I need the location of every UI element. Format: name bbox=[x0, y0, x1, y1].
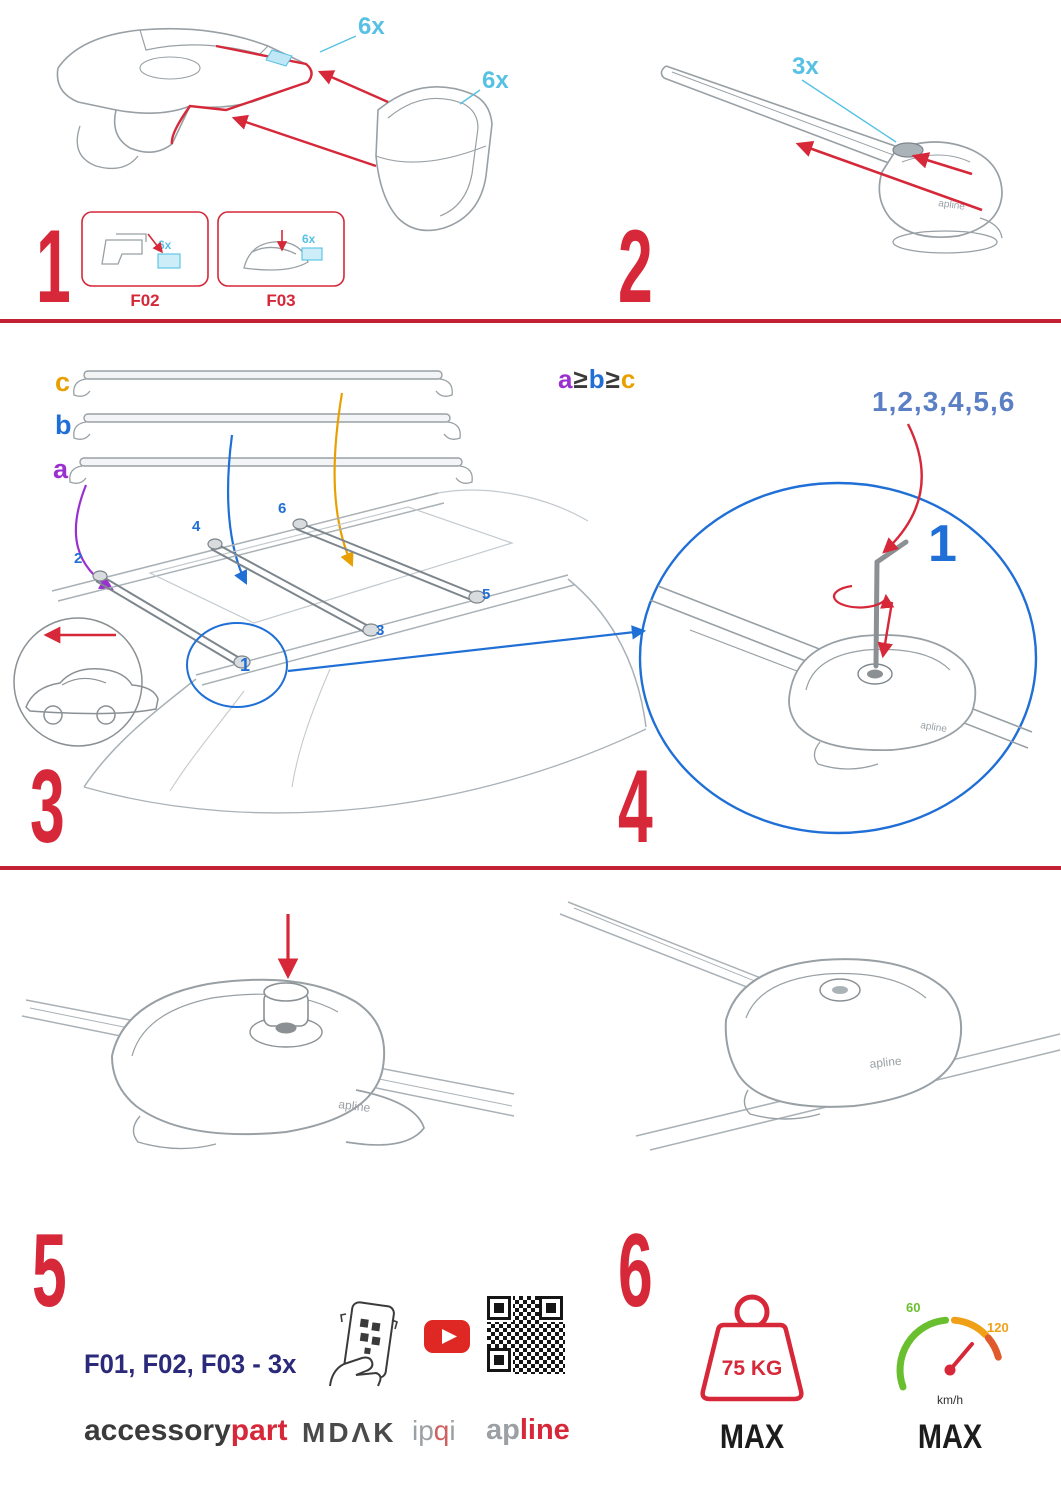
sequence-arrow bbox=[882, 423, 923, 554]
position-numbers: 2 4 6 3 5 bbox=[74, 500, 490, 639]
part-box-f03: 6x F03 bbox=[217, 211, 345, 310]
size-order-formula: a≥b≥c bbox=[558, 364, 637, 394]
speed-limit-icon: 60 120 km/h bbox=[896, 1300, 1009, 1407]
formula-a: a bbox=[558, 364, 574, 394]
position-1-circle bbox=[186, 622, 288, 708]
hand-drawing bbox=[329, 1356, 382, 1387]
tightening-sequence: 1,2,3,4,5,6 bbox=[872, 386, 1016, 417]
car-side-drawing bbox=[25, 668, 159, 725]
qty-cap-label: 6x bbox=[482, 67, 509, 94]
step-6-illustration: apline bbox=[559, 901, 1061, 1151]
apline-logo-small: apline bbox=[338, 1097, 372, 1115]
scan-qr-phone-icon bbox=[329, 1301, 398, 1387]
brand-mdak: MDΛK bbox=[302, 1417, 397, 1448]
qty-bar-leader bbox=[801, 79, 897, 143]
section-divider-1 bbox=[0, 319, 1061, 323]
step-1-number: 1 bbox=[36, 209, 71, 325]
speedometer-needle bbox=[948, 1342, 974, 1372]
qty-cover-label: 6x bbox=[358, 13, 385, 40]
foot-drawing bbox=[724, 958, 963, 1120]
qty-bar-label: 3x bbox=[792, 53, 819, 80]
arrow-cap-to-foot bbox=[317, 70, 389, 104]
foot-drawing bbox=[878, 141, 1003, 254]
max-weight-icon: 75 KG bbox=[700, 1294, 804, 1402]
speed-high-label: 120 bbox=[987, 1320, 1009, 1335]
bar-c-drawing bbox=[73, 370, 453, 397]
step-6-number: 6 bbox=[618, 1213, 653, 1329]
bar-b-label: b bbox=[55, 410, 72, 440]
bar-a-drawing bbox=[69, 457, 473, 484]
bolt-head bbox=[867, 669, 883, 679]
apline-logo-small: apline bbox=[869, 1054, 903, 1071]
step-2-number: 2 bbox=[618, 209, 653, 325]
crossbar-feet bbox=[92, 518, 486, 669]
position-3: 3 bbox=[376, 622, 384, 639]
box2-label: F03 bbox=[266, 291, 295, 310]
position-4: 4 bbox=[192, 518, 201, 535]
brand-accessorypart: accessorypart bbox=[84, 1414, 288, 1447]
formula-b: b bbox=[588, 364, 606, 394]
step-4-illustration: apline bbox=[638, 423, 1038, 835]
qty-cap-leader bbox=[459, 89, 481, 105]
car-direction-inset bbox=[13, 617, 159, 747]
step-2-illustration: apline 3x bbox=[660, 53, 1003, 254]
first-position-number: 1 bbox=[928, 515, 957, 573]
part-box-f02: 6x F02 bbox=[81, 211, 209, 310]
qr-code bbox=[487, 1296, 565, 1374]
position-1: 1 bbox=[240, 655, 250, 675]
step-3-illustration: c b a bbox=[13, 367, 647, 814]
weight-value: 75 KG bbox=[722, 1357, 783, 1380]
arrow-along-bar bbox=[795, 140, 983, 212]
qr-finder-patterns bbox=[487, 1296, 565, 1374]
box1-label: F02 bbox=[130, 291, 159, 310]
apline-logo-small: apline bbox=[920, 720, 949, 735]
formula-c: c bbox=[620, 364, 637, 394]
position-6: 6 bbox=[278, 500, 286, 517]
arrow-cap-to-clamp bbox=[231, 114, 377, 168]
red-highlight-outline bbox=[170, 44, 313, 145]
step-4-number: 4 bbox=[618, 749, 653, 865]
bar-a-label: a bbox=[53, 454, 69, 484]
crossbar-drawing bbox=[660, 65, 919, 169]
step-3-number: 3 bbox=[30, 749, 65, 865]
cover-cap-drawing bbox=[375, 86, 493, 232]
box2-qty: 6x bbox=[302, 232, 316, 246]
arrow-to-detail-view bbox=[287, 625, 647, 673]
parts-quantity-line: F01, F02, F03 - 3x bbox=[84, 1349, 297, 1379]
detail-circle bbox=[638, 481, 1038, 835]
rotate-arrow bbox=[832, 584, 895, 609]
crossbar-drawing bbox=[559, 901, 777, 997]
bar-slot bbox=[892, 142, 924, 158]
step-5-number: 5 bbox=[32, 1213, 67, 1329]
section-divider-2 bbox=[0, 866, 1061, 870]
youtube-icon bbox=[424, 1320, 470, 1353]
arrow-bar-b-to-roof bbox=[226, 434, 247, 585]
bar-c-label: c bbox=[55, 367, 70, 397]
foot-exploded-drawing bbox=[56, 27, 313, 170]
step-5-illustration: apline bbox=[21, 914, 515, 1150]
brand-ipqi: ipqi bbox=[412, 1415, 456, 1446]
cyan-part-highlight bbox=[265, 49, 293, 67]
car-roof-drawing bbox=[51, 489, 647, 814]
knob-drawing bbox=[249, 982, 323, 1048]
weight-max-label: MAX bbox=[719, 1418, 785, 1456]
press-down-arrow bbox=[877, 601, 894, 659]
bar-b-drawing bbox=[73, 413, 461, 440]
position-5: 5 bbox=[482, 586, 490, 603]
step-1-illustration: 6x 6x 6x F02 6x F03 bbox=[56, 13, 509, 310]
speed-unit-label: km/h bbox=[937, 1393, 963, 1407]
brand-apline: apline bbox=[486, 1414, 570, 1446]
speed-low-label: 60 bbox=[906, 1300, 920, 1315]
arrow-into-slot bbox=[911, 152, 973, 176]
speed-max-label: MAX bbox=[917, 1418, 983, 1456]
box1-arrow bbox=[147, 233, 163, 254]
roof-crossbars bbox=[95, 522, 479, 667]
qty-cover-leader bbox=[319, 35, 357, 53]
position-2: 2 bbox=[74, 550, 82, 567]
foot-detail-drawing bbox=[788, 634, 977, 770]
